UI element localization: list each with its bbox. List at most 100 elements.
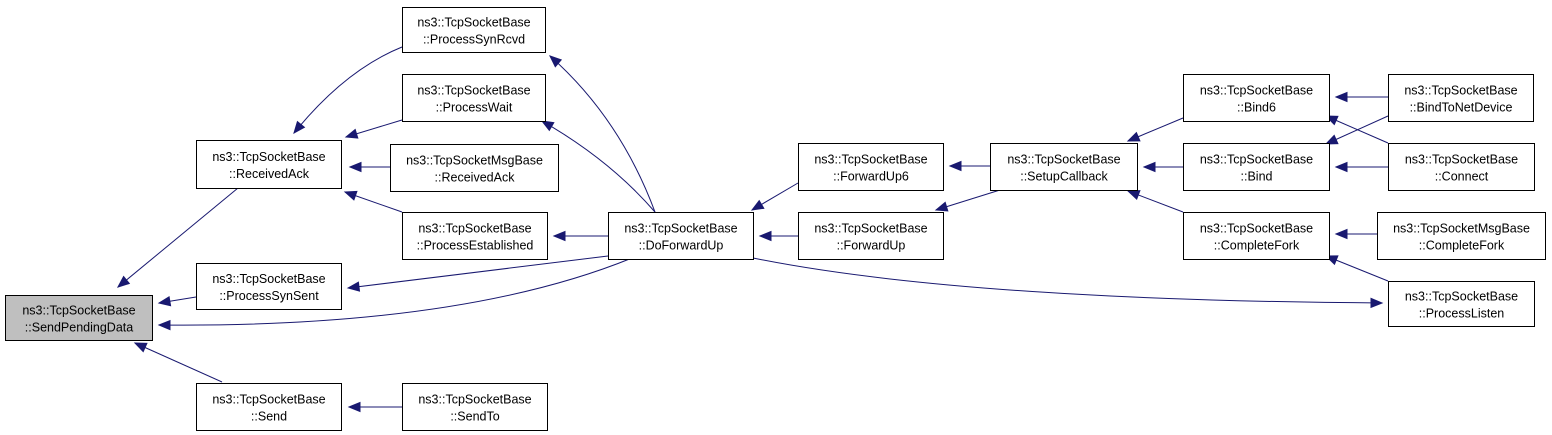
node-box[interactable] [390, 144, 559, 192]
node-method-label: ::ProcessSynRcvd [423, 33, 525, 47]
edge-process_syn_sent-to-send_pending [157, 295, 197, 307]
node-box[interactable] [1377, 212, 1546, 260]
node-method-label: ::ReceivedAck [435, 171, 516, 185]
node-send[interactable]: ns3::TcpSocketBase::Send [196, 383, 342, 431]
edge-bind_to_net_device-to-bind [1324, 115, 1389, 145]
node-received-ack[interactable]: ns3::TcpSocketBase::ReceivedAck [196, 140, 342, 189]
node-method-label: ::Send [251, 410, 287, 424]
arrowhead [1142, 161, 1156, 173]
arrowhead [540, 120, 555, 132]
node-box[interactable] [196, 383, 342, 431]
arrowhead [1370, 297, 1384, 309]
edge-connect-to-bind [1334, 161, 1388, 173]
node-forward-up6[interactable]: ns3::TcpSocketBase::ForwardUp6 [798, 143, 944, 191]
node-method-label: ::CompleteFork [1419, 239, 1505, 253]
edge-line [549, 55, 656, 213]
node-class-label: ns3::TcpSocketBase [212, 393, 325, 407]
node-method-label: ::ForwardUp [837, 239, 906, 253]
node-class-label: ns3::TcpSocketBase [417, 16, 530, 30]
arrowhead [758, 230, 772, 242]
edge-forward_up-to-do_forward_up [758, 230, 798, 242]
arrowhead [1324, 134, 1339, 145]
edge-line [134, 342, 223, 383]
node-forward-up[interactable]: ns3::TcpSocketBase::ForwardUp [798, 212, 944, 260]
node-class-label: ns3::TcpSocketMsgBase [1393, 222, 1530, 236]
arrowhead [347, 401, 361, 413]
root-node-box[interactable] [5, 295, 153, 341]
node-process-syn-rcvd[interactable]: ns3::TcpSocketBase::ProcessSynRcvd [402, 7, 546, 53]
node-class-label: ns3::TcpSocketBase [418, 393, 531, 407]
node-msg-received-ack[interactable]: ns3::TcpSocketMsgBase::ReceivedAck [390, 144, 559, 192]
node-box[interactable] [608, 212, 754, 260]
node-method-label: ::SendPendingData [25, 321, 133, 335]
node-class-label: ns3::TcpSocketBase [1007, 153, 1120, 167]
edge-layer [116, 46, 1389, 413]
node-box[interactable] [402, 212, 548, 260]
edge-line [752, 257, 1383, 304]
edge-send_to-to-send [347, 401, 402, 413]
node-box[interactable] [1183, 212, 1330, 260]
edge-do_forward_up-to-process_wait [540, 120, 656, 213]
node-setup-callback[interactable]: ns3::TcpSocketBase::SetupCallback [990, 143, 1138, 191]
arrowhead [116, 275, 131, 288]
edge-line [541, 120, 656, 213]
node-box[interactable] [798, 212, 944, 260]
edge-process_syn_rcvd-to-received_ack [293, 46, 403, 135]
node-layer: ns3::TcpSocketBase::SendPendingDatans3::… [5, 7, 1546, 431]
arrowhead [1334, 228, 1348, 240]
node-send-pending[interactable]: ns3::TcpSocketBase::SendPendingData [5, 295, 153, 341]
node-box[interactable] [402, 7, 546, 53]
node-complete-fork[interactable]: ns3::TcpSocketBase::CompleteFork [1183, 212, 1330, 260]
node-process-syn-sent[interactable]: ns3::TcpSocketBase::ProcessSynSent [196, 263, 342, 310]
node-class-label: ns3::TcpSocketMsgBase [406, 154, 543, 168]
node-box[interactable] [1388, 281, 1535, 327]
edge-do_forward_up-to-process_listen [752, 257, 1384, 309]
edge-bind6-to-setup_callback [1126, 117, 1184, 142]
arrowhead [157, 319, 171, 331]
node-box[interactable] [196, 263, 342, 310]
node-class-label: ns3::TcpSocketBase [212, 272, 325, 286]
node-method-label: ::ProcessSynSent [219, 289, 319, 303]
edge-line [347, 255, 609, 289]
edge-line [158, 257, 633, 326]
node-box[interactable] [1183, 74, 1330, 122]
node-box[interactable] [798, 143, 944, 191]
node-msg-complete-fork[interactable]: ns3::TcpSocketMsgBase::CompleteFork [1377, 212, 1546, 260]
node-process-listen[interactable]: ns3::TcpSocketBase::ProcessListen [1388, 281, 1535, 327]
node-class-label: ns3::TcpSocketBase [1405, 153, 1518, 167]
arrowhead [1334, 91, 1348, 103]
edge-bind_to_net_device-to-bind6 [1334, 91, 1388, 103]
node-bind6[interactable]: ns3::TcpSocketBase::Bind6 [1183, 74, 1330, 122]
arrowhead [157, 295, 172, 307]
arrowhead [1126, 190, 1141, 200]
node-method-label: ::Bind [1241, 170, 1273, 184]
node-box[interactable] [196, 140, 342, 189]
node-method-label: ::Bind6 [1237, 101, 1276, 115]
edge-setup_callback-to-forward_up6 [948, 160, 990, 172]
edge-do_forward_up-to-process_established [552, 230, 608, 242]
node-class-label: ns3::TcpSocketBase [814, 222, 927, 236]
node-process-wait[interactable]: ns3::TcpSocketBase::ProcessWait [402, 74, 546, 122]
edge-process_established-to-received_ack [343, 190, 403, 213]
node-send-to[interactable]: ns3::TcpSocketBase::SendTo [402, 383, 548, 431]
node-box[interactable] [1183, 143, 1330, 191]
node-do-forward-up[interactable]: ns3::TcpSocketBase::DoForwardUp [608, 212, 754, 260]
arrowhead [133, 342, 148, 353]
arrowhead [1334, 161, 1348, 173]
node-box[interactable] [1388, 74, 1534, 122]
node-box[interactable] [402, 383, 548, 431]
node-method-label: ::CompleteFork [1214, 239, 1300, 253]
node-class-label: ns3::TcpSocketBase [22, 304, 135, 318]
node-bind-to-net-device[interactable]: ns3::TcpSocketBase::BindToNetDevice [1388, 74, 1534, 122]
node-box[interactable] [1388, 143, 1535, 191]
node-box[interactable] [990, 143, 1138, 191]
arrowhead [750, 199, 765, 211]
node-box[interactable] [402, 74, 546, 122]
node-process-established[interactable]: ns3::TcpSocketBase::ProcessEstablished [402, 212, 548, 260]
node-connect[interactable]: ns3::TcpSocketBase::Connect [1388, 143, 1535, 191]
arrowhead [934, 201, 949, 212]
arrowhead [549, 55, 563, 68]
node-bind[interactable]: ns3::TcpSocketBase::Bind [1183, 143, 1330, 191]
arrowhead [552, 230, 566, 242]
